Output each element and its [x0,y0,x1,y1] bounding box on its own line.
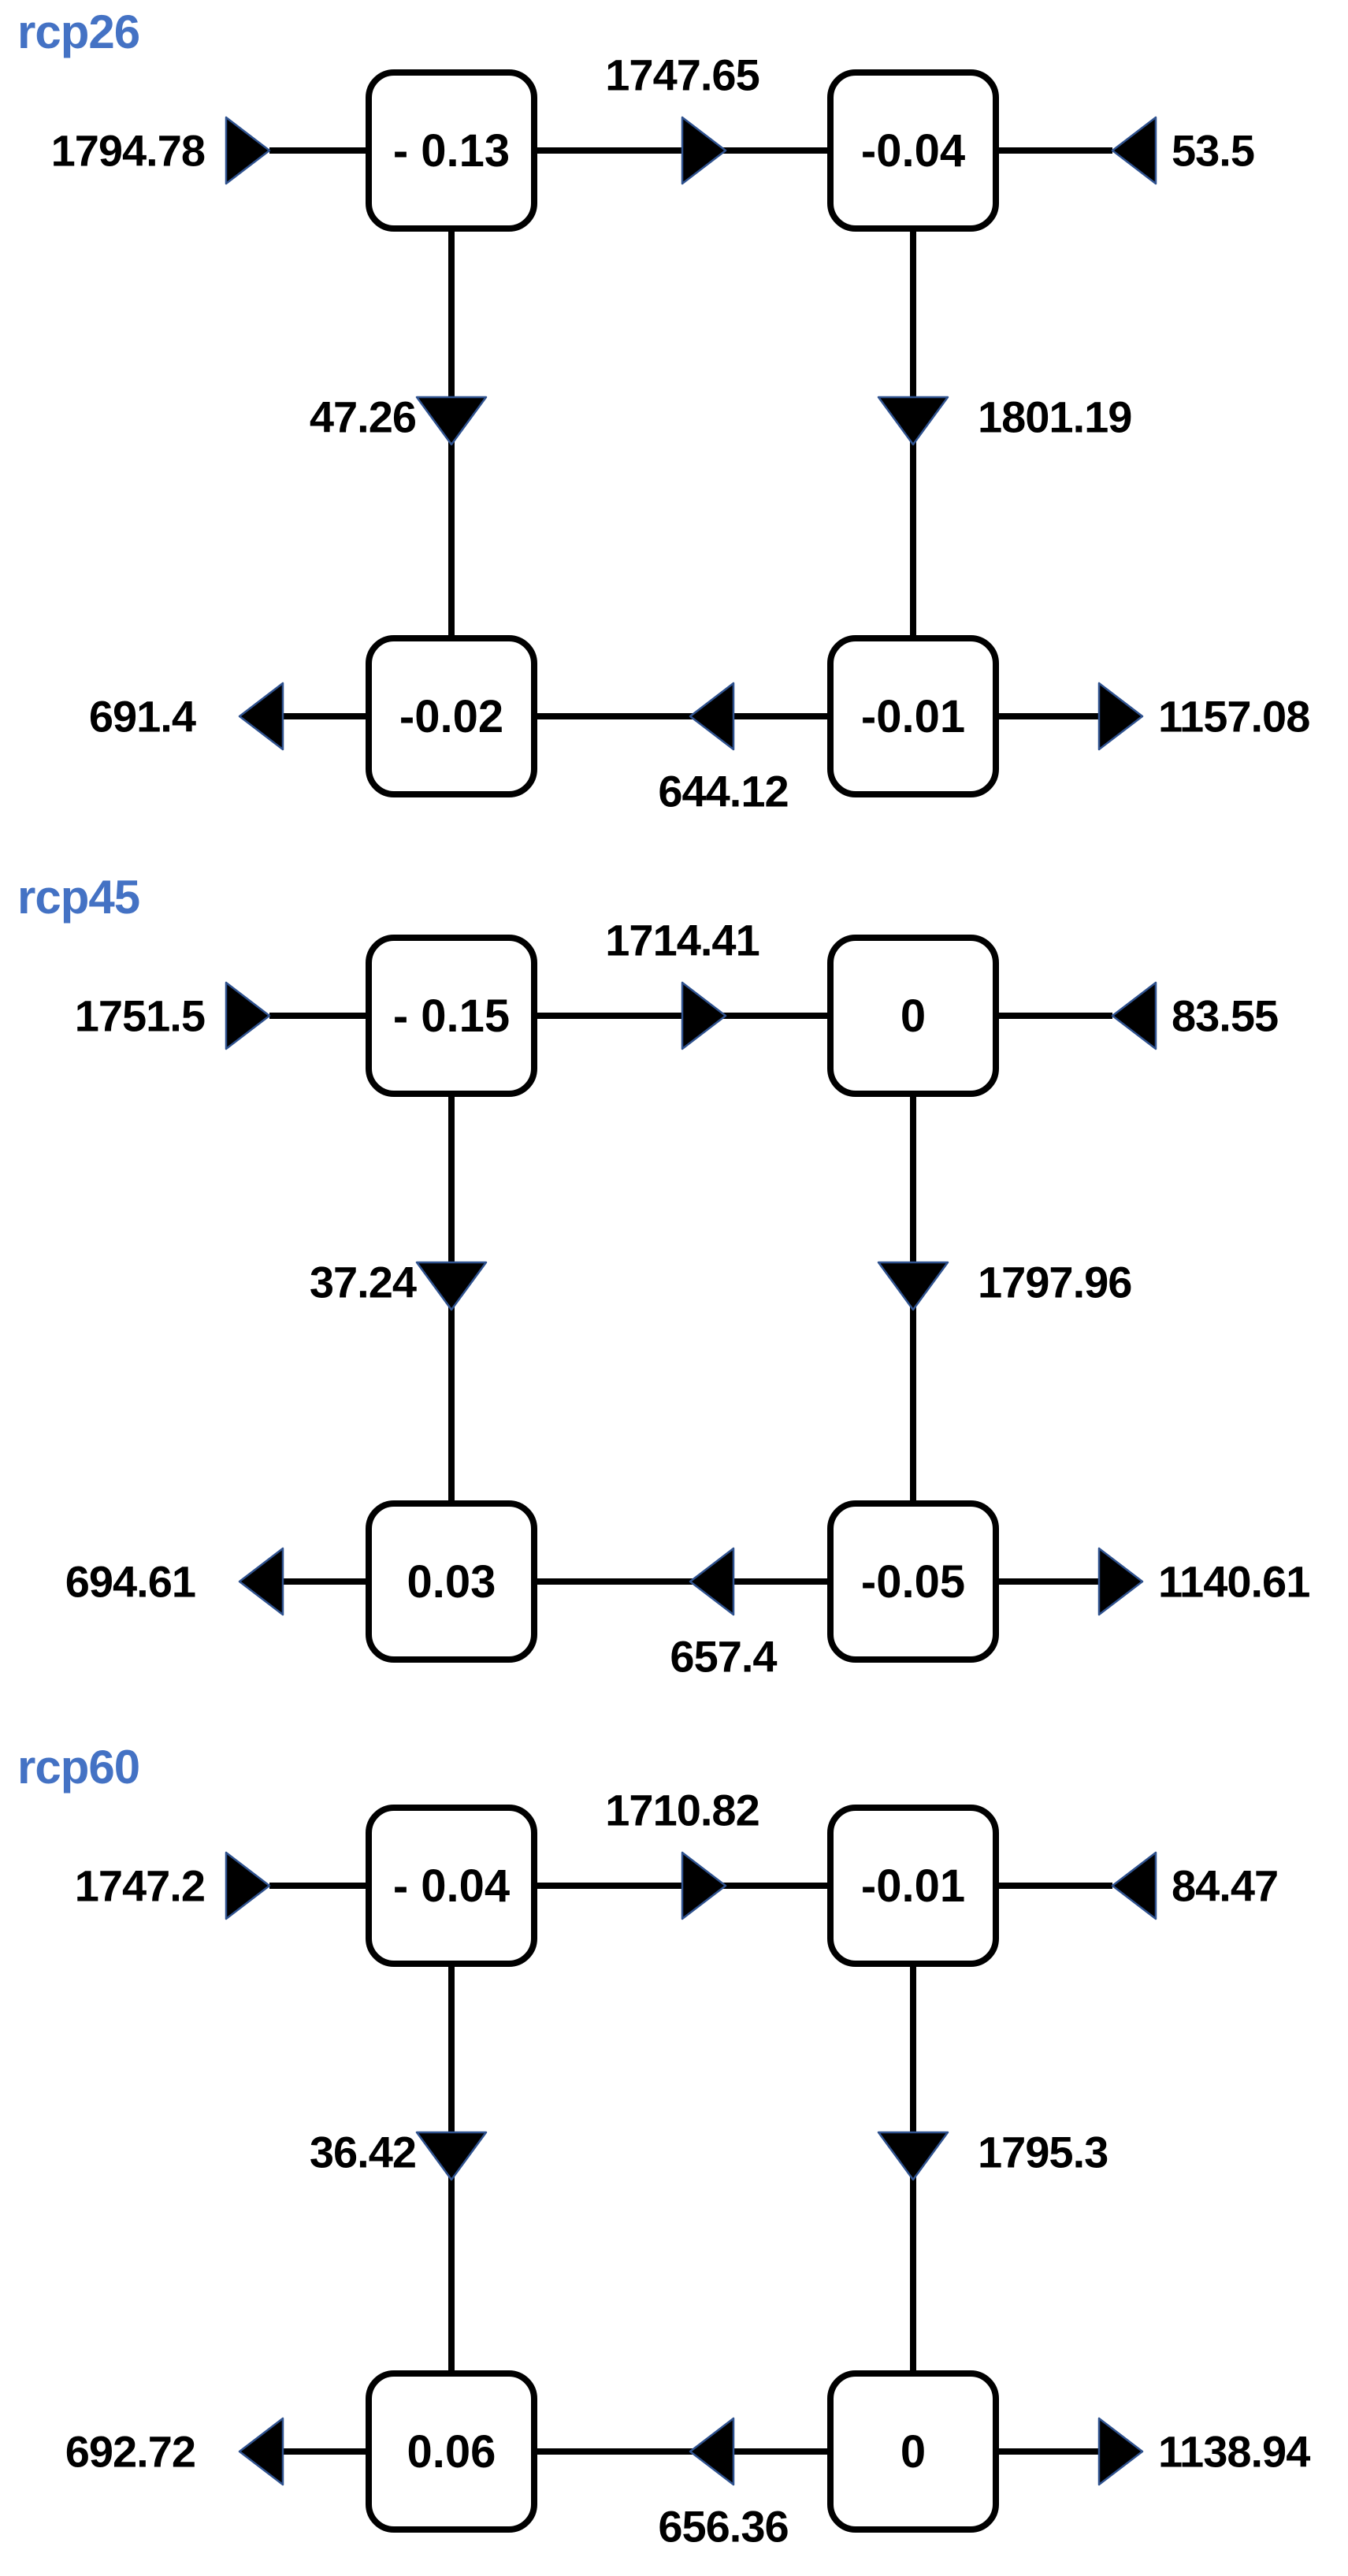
arrowhead-left-icon [238,682,284,751]
arrowhead-right-icon [1097,682,1144,751]
node-value: 0 [900,990,927,1042]
edge-value-down-left: 37.24 [309,1257,417,1307]
edge-value-in-top-left: 1747.2 [74,1860,206,1911]
edge-value-in-top-left: 1794.78 [50,125,206,176]
arrowhead-left-icon [689,1547,735,1616]
edge-value-down-right: 1801.19 [978,392,1132,442]
arrowhead-left-icon [238,1547,284,1616]
edge-value-down-left: 47.26 [309,392,417,442]
node-value: -0.01 [860,690,966,742]
node-value: -0.04 [860,125,966,177]
edge-value-down-left: 36.42 [309,2127,417,2177]
edge-value-out-bottom-left: 694.61 [65,1556,196,1607]
node-value: -0.01 [860,1860,966,1912]
arrowhead-down-icon [415,396,488,446]
node-value: - 0.15 [392,990,511,1042]
edge-value-out-bottom-left: 691.4 [88,691,196,742]
edge-value-top: 1747.65 [605,50,759,100]
node-bottom-right: -0.05 [827,1500,999,1663]
arrowhead-down-icon [415,1261,488,1311]
arrowhead-right-icon [1097,2417,1144,2486]
arrowhead-right-icon [681,981,727,1050]
flow-connector-layer [225,116,1157,751]
edge-value-down-right: 1797.96 [978,1257,1132,1307]
edge-value-in-top-right: 53.5 [1172,125,1255,176]
edge-value-bottom: 657.4 [670,1631,777,1682]
edge-value-bottom: 644.12 [658,766,789,816]
scenario-panel: rcp45 - 0.15 [0,865,1348,1705]
node-value: 0 [900,2425,927,2477]
arrowhead-down-icon [877,1261,949,1311]
arrowhead-right-icon [225,116,271,185]
node-value: -0.02 [399,690,504,742]
arrowhead-left-icon [689,2417,735,2486]
node-bottom-right: 0 [827,2370,999,2533]
node-top-left: - 0.15 [366,935,537,1097]
arrowhead-right-icon [1097,1547,1144,1616]
node-top-left: - 0.04 [366,1805,537,1967]
flow-connector-layer [225,981,1157,1616]
node-bottom-left: -0.02 [366,635,537,797]
panel-title: rcp60 [17,1741,140,1794]
edge-value-out-bottom-right: 1157.08 [1158,691,1310,742]
edge-value-in-top-left: 1751.5 [74,991,206,1041]
arrowhead-left-icon [1111,1851,1157,1920]
arrowhead-left-icon [238,2417,284,2486]
arrowhead-down-icon [415,2131,488,2181]
panel-title: rcp26 [17,6,140,58]
node-value: 0.03 [407,1556,496,1608]
arrowhead-right-icon [681,1851,727,1920]
arrowhead-right-icon [225,1851,271,1920]
edge-value-bottom: 656.36 [658,2501,789,2552]
arrowhead-left-icon [1111,981,1157,1050]
arrowhead-down-icon [877,2131,949,2181]
arrowhead-right-icon [681,116,727,185]
edge-value-out-bottom-left: 692.72 [65,2426,196,2477]
node-value: - 0.04 [392,1860,511,1912]
node-top-right: -0.01 [827,1805,999,1967]
edge-value-out-bottom-right: 1138.94 [1158,2426,1310,2477]
edge-value-in-top-right: 84.47 [1172,1860,1279,1911]
arrowhead-left-icon [1111,116,1157,185]
edge-value-top: 1710.82 [605,1785,759,1835]
panel-title: rcp45 [17,871,140,924]
flow-connector-layer [225,1851,1157,2486]
node-bottom-right: -0.01 [827,635,999,797]
edge-value-in-top-right: 83.55 [1172,991,1279,1041]
edge-value-out-bottom-right: 1140.61 [1158,1556,1310,1607]
arrowhead-left-icon [689,682,735,751]
node-bottom-left: 0.03 [366,1500,537,1663]
node-top-right: -0.04 [827,69,999,232]
node-value: 0.06 [407,2425,496,2477]
node-bottom-left: 0.06 [366,2370,537,2533]
node-value: - 0.13 [392,125,511,177]
arrowhead-down-icon [877,396,949,446]
node-top-left: - 0.13 [366,69,537,232]
edge-value-down-right: 1795.3 [978,2127,1108,2177]
scenario-panel: rcp60 - 0.04 [0,1735,1348,2575]
node-value: -0.05 [860,1556,966,1608]
scenario-panel: rcp26 - 0.13 [0,0,1348,840]
node-top-right: 0 [827,935,999,1097]
arrowhead-right-icon [225,981,271,1050]
edge-value-top: 1714.41 [605,915,759,965]
